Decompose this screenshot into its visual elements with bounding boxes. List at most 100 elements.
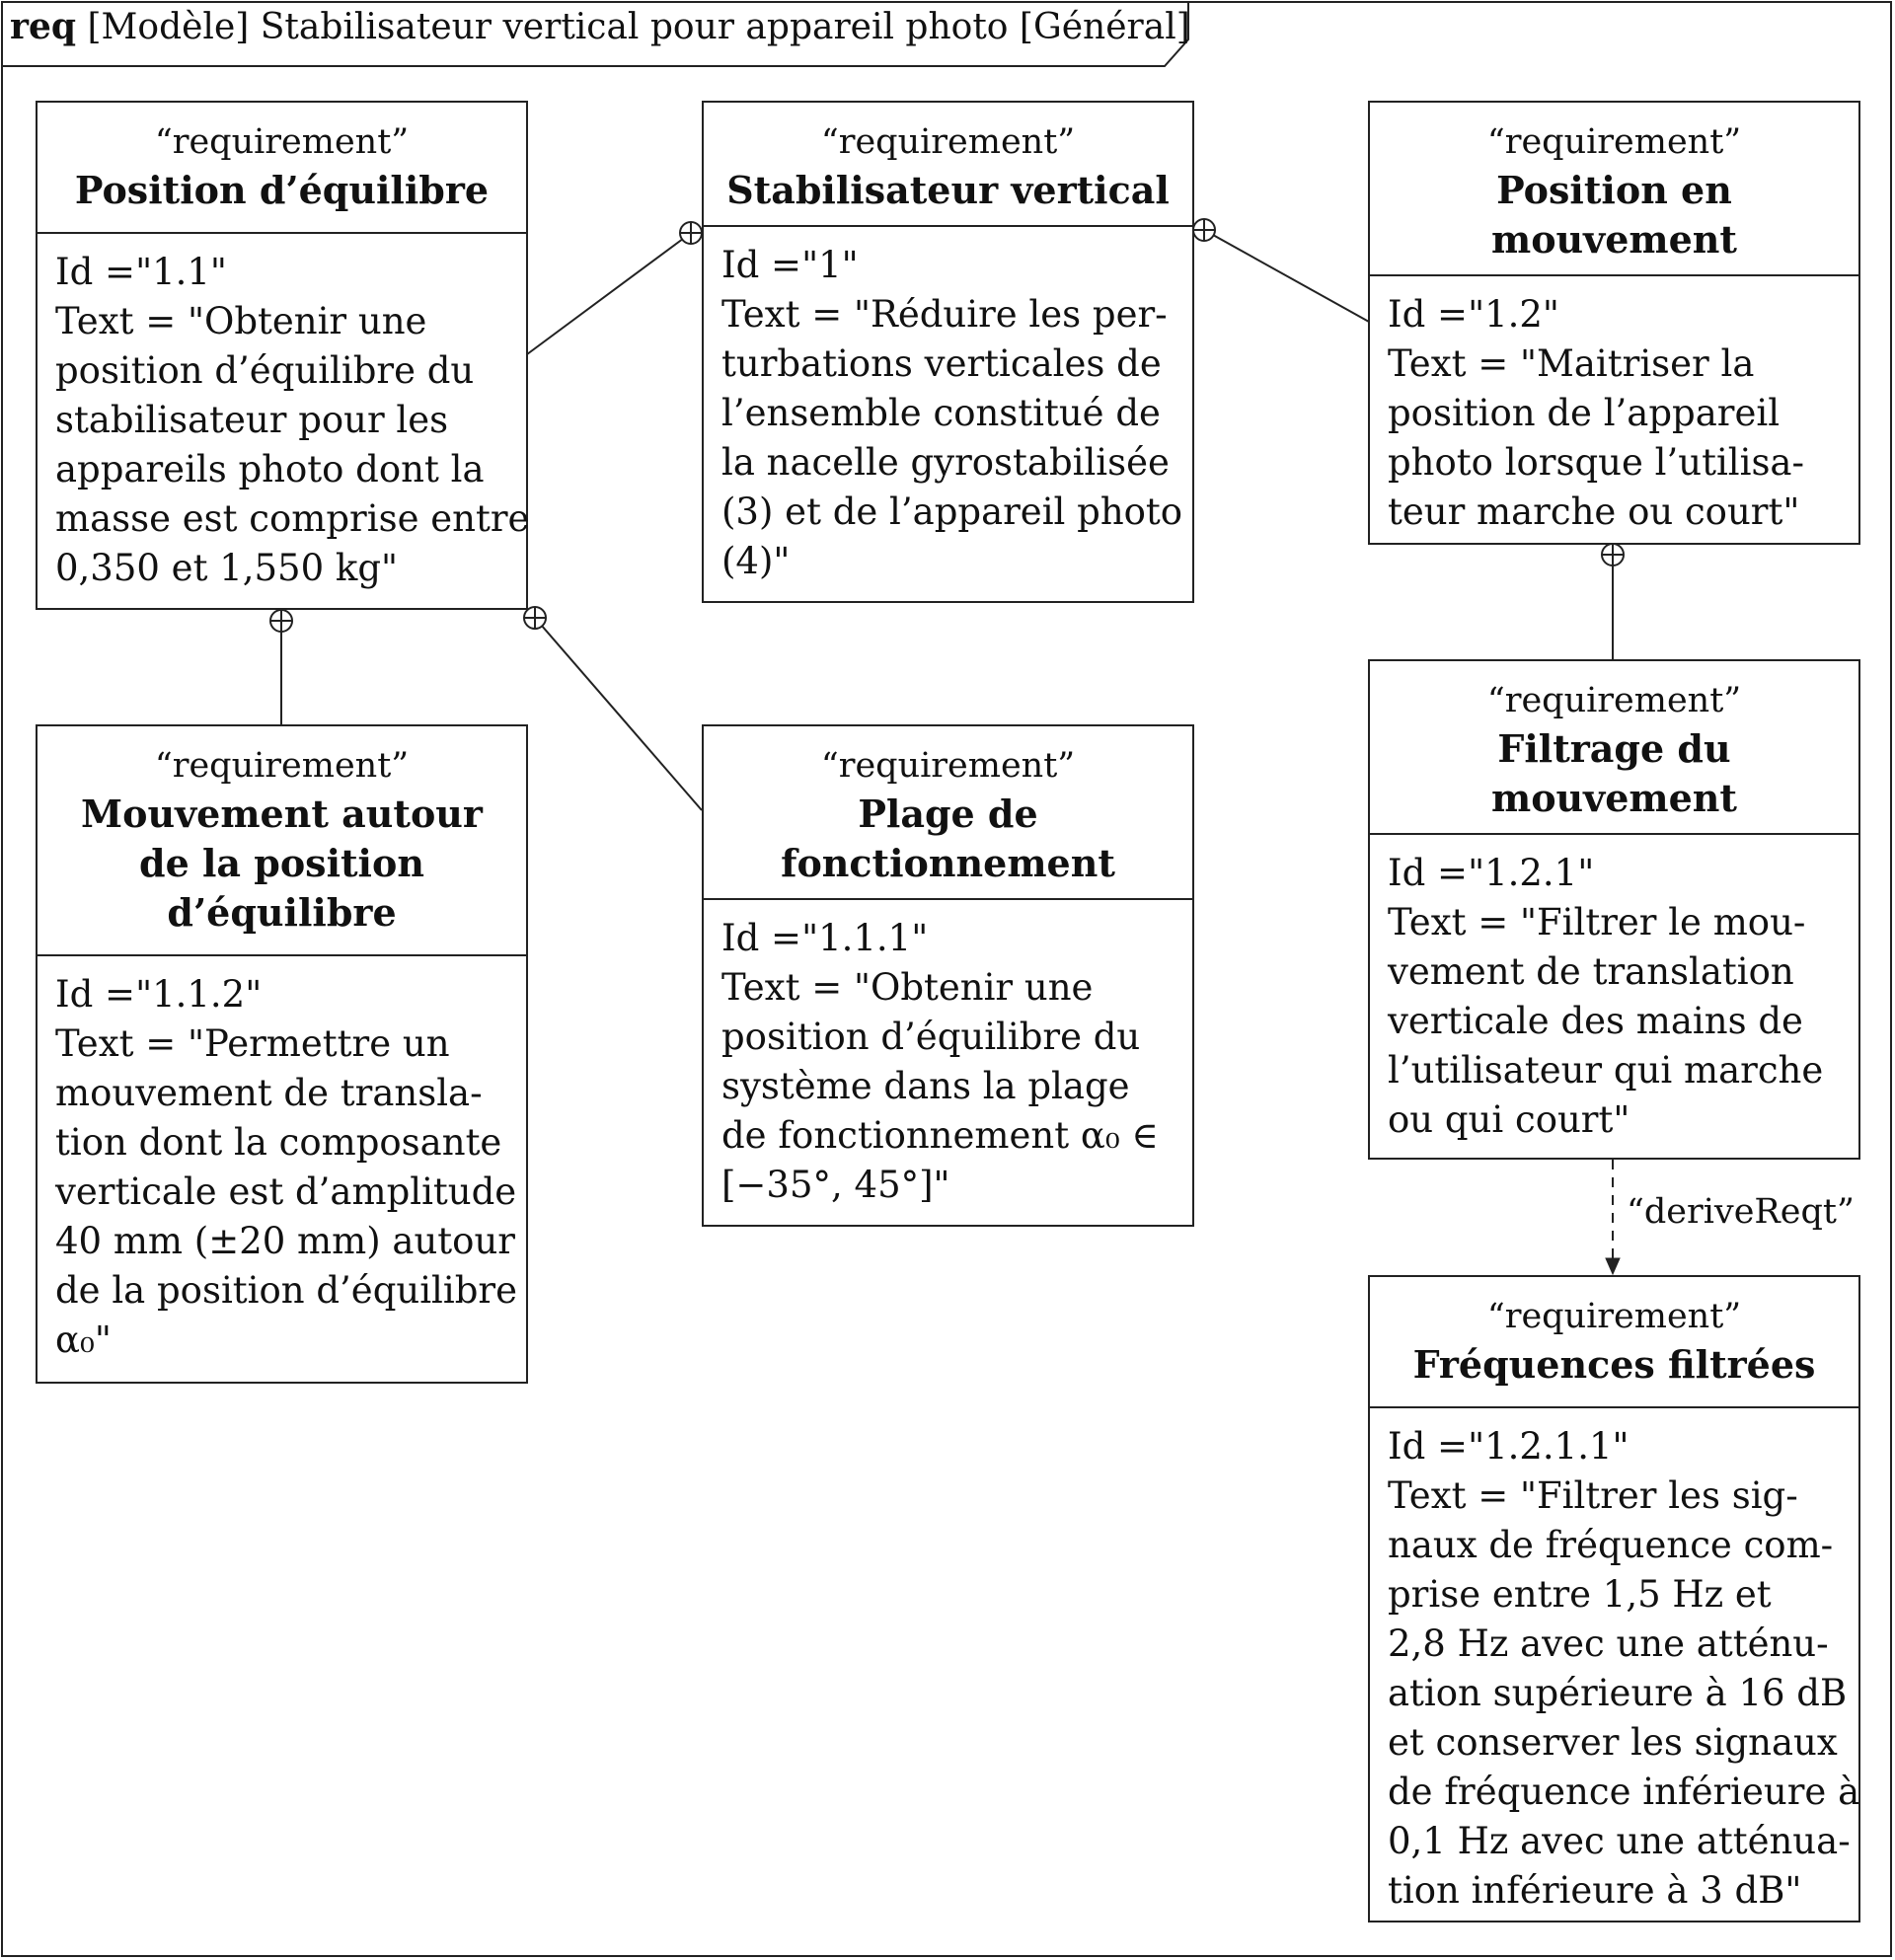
requirement-id: Id ="1" [721,244,859,286]
requirement-text-line: photo lorsque l’utilisa- [1388,441,1804,484]
requirement-name-line: mouvement [1490,217,1737,262]
containment-marker-1.2-1.2.1 [1601,543,1625,566]
stereotype-label: “requirement” [820,746,1076,786]
requirement-body: Id ="1.1.1" Text = "Obtenir une position… [704,900,1192,1220]
requirement-text-line: 40 mm (±20 mm) autour [55,1220,515,1262]
requirement-name: Stabilisateur vertical [726,168,1170,212]
requirement-text-line: verticale des mains de [1388,1000,1803,1042]
requirement-header: “requirement” Mouvement autour de la pos… [38,726,526,956]
requirement-1.2[interactable]: “requirement” Position en mouvement Id =… [1368,101,1860,545]
derive-arrowhead [1605,1257,1621,1276]
requirement-name-line: Filtrage du [1497,726,1731,771]
requirement-text-line: Text = "Maitriser la [1388,342,1755,385]
requirement-text-line: la nacelle gyrostabilisée [721,441,1170,484]
requirement-text-line: masse est comprise entre [55,497,530,540]
requirement-id: Id ="1.2" [1388,293,1559,336]
requirement-text-line: de la position d’équilibre [55,1269,517,1312]
requirement-text-line: vement de translation [1388,950,1794,993]
requirement-name-line: mouvement [1490,776,1737,820]
requirement-id: Id ="1.1.2" [55,973,263,1016]
requirement-name-line: Position en [1496,168,1732,212]
stereotype-label: “requirement” [154,122,410,162]
requirement-1.1.2[interactable]: “requirement” Mouvement autour de la pos… [36,724,528,1384]
containment-line-1-1.1 [526,232,692,355]
requirement-text-line: [−35°, 45°]" [721,1164,950,1206]
frame-title-text: [Modèle] Stabilisateur vertical pour app… [87,7,1190,47]
requirement-text-line: (4)" [721,540,791,582]
requirement-id: Id ="1.1.1" [721,917,929,959]
requirement-header: “requirement” Stabilisateur vertical [704,103,1192,227]
requirement-text-line: 2,8 Hz avec une atténu- [1388,1622,1829,1665]
requirement-name-line: Mouvement autour [81,792,483,836]
requirement-text-line: et conserver les signaux [1388,1721,1838,1764]
frame-title: req [Modèle] Stabilisateur vertical pour… [10,6,1190,47]
requirement-1.2.1[interactable]: “requirement” Filtrage du mouvement Id =… [1368,659,1860,1160]
frame-keyword: req [10,6,77,47]
requirement-name-line: fonctionnement [781,841,1115,885]
containment-line-1.1-1.1.1 [534,617,703,811]
requirement-text-line: l’ensemble constitué de [721,392,1161,434]
requirement-header: “requirement” Position en mouvement [1370,103,1858,276]
requirement-text-line: prise entre 1,5 Hz et [1388,1573,1772,1616]
containment-marker-1.1-1.1.1 [523,606,547,630]
requirement-text-line: tion dont la composante [55,1121,502,1164]
requirement-1.2.1.1[interactable]: “requirement” Fréquences filtrées Id ="1… [1368,1275,1860,1922]
requirement-text-line: ou qui court" [1388,1098,1630,1141]
requirement-text-line: α₀" [55,1319,112,1361]
requirement-text-line: position d’équilibre du [55,349,475,392]
frame-title-tab [2,2,1189,67]
requirement-text-line: turbations verticales de [721,342,1162,385]
requirement-name-line: Plage de [858,792,1038,836]
requirement-name-line: d’équilibre [167,890,397,935]
requirement-text-line: Text = "Filtrer les sig- [1388,1474,1798,1517]
requirement-text-line: tion inférieure à 3 dB" [1388,1869,1802,1912]
requirement-text-line: Text = "Filtrer le mou- [1388,901,1806,943]
requirement-text-line: de fonctionnement α₀ ∈ [721,1114,1159,1157]
requirement-text-line: ation supérieure à 16 dB [1388,1672,1848,1714]
requirement-text-line: système dans la plage [721,1065,1130,1107]
requirement-text-line: 0,350 et 1,550 kg" [55,547,399,589]
stereotype-label: “requirement” [820,122,1076,162]
requirement-text-line: Text = "Réduire les per- [721,293,1168,336]
containment-line-1-1.2 [1203,229,1370,323]
requirement-text-line: naux de fréquence com- [1388,1524,1834,1566]
requirement-text-line: verticale est d’amplitude [55,1170,517,1213]
requirement-text-line: (3) et de l’appareil photo [721,490,1183,533]
requirement-1.1[interactable]: “requirement” Position d’équilibre Id ="… [36,101,530,610]
requirement-body: Id ="1.1.2" Text = "Permettre un mouveme… [38,956,526,1375]
requirement-text-line: stabilisateur pour les [55,399,449,441]
requirement-text-line: de fréquence inférieure à [1388,1771,1860,1813]
requirement-text-line: l’utilisateur qui marche [1388,1049,1824,1092]
requirement-id: Id ="1.2.1" [1388,852,1595,894]
requirement-header: “requirement” Position d’équilibre [38,103,526,234]
stereotype-label: “requirement” [154,746,410,786]
containment-marker-1-1.2 [1192,218,1216,242]
containment-marker-1.1-1.1.2 [269,609,293,633]
requirement-text-line: teur marche ou court" [1388,490,1800,533]
requirement-text-line: Text = "Permettre un [55,1022,450,1065]
requirement-text-line: Text = "Obtenir une [55,300,427,342]
requirement-1[interactable]: “requirement” Stabilisateur vertical Id … [702,101,1194,603]
stereotype-label: “requirement” [1486,1297,1742,1336]
requirement-1.1.1[interactable]: “requirement” Plage de fonctionnement Id… [702,724,1194,1227]
stereotype-label: “requirement” [1486,122,1742,162]
containment-marker-1-1.1 [679,221,703,245]
requirement-text-line: appareils photo dont la [55,448,485,490]
requirement-body: Id ="1.2.1.1" Text = "Filtrer les sig- n… [1370,1408,1860,1925]
requirement-body: Id ="1" Text = "Réduire les per- turbati… [704,227,1192,596]
requirement-name: Position d’équilibre [74,168,490,212]
requirement-text-line: position d’équilibre du [721,1016,1141,1058]
requirement-text-line: position de l’appareil [1388,392,1781,434]
requirement-text-line: mouvement de transla- [55,1072,483,1114]
requirement-id: Id ="1.2.1.1" [1388,1425,1630,1468]
derive-relation-label: “deriveReqt” [1627,1192,1855,1232]
requirement-id: Id ="1.1" [55,251,227,293]
requirement-text-line: Text = "Obtenir une [721,966,1094,1009]
requirement-text-line: 0,1 Hz avec une atténua- [1388,1820,1851,1862]
requirement-name: Fréquences filtrées [1412,1342,1816,1387]
requirement-name-line: de la position [139,841,424,885]
requirement-body: Id ="1.2" Text = "Maitriser la position … [1370,276,1858,547]
requirement-header: “requirement” Filtrage du mouvement [1370,661,1858,835]
requirement-header: “requirement” Plage de fonctionnement [704,726,1192,900]
